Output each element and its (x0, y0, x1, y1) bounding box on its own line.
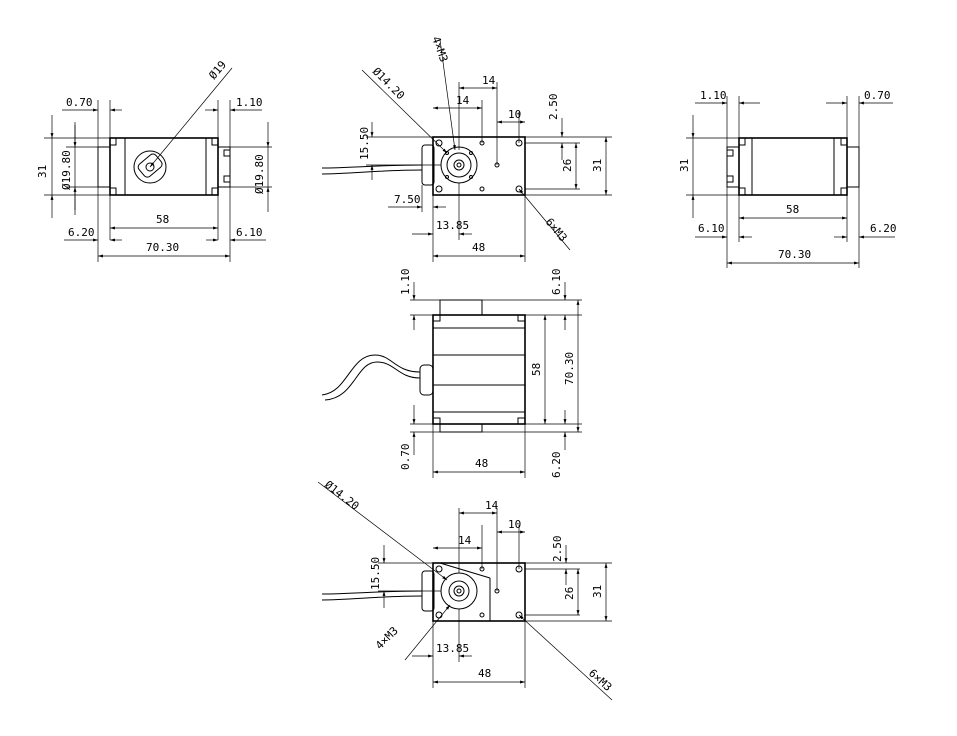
dim-110: 1.10 (236, 96, 263, 109)
dim-48: 48 (475, 457, 488, 470)
front-view: 1.10 0.70 6.10 58 70.30 6.20 48 (321, 269, 582, 479)
dim-48: 48 (478, 667, 491, 680)
dim-250: 2.50 (547, 94, 560, 121)
left-view: Ø19 0.70 1.10 31 Ø19.80 Ø19.80 (36, 58, 272, 262)
dim-1385: 13.85 (436, 642, 469, 655)
bottom-view: Ø14.20 4×M3 6×M3 14 10 14 2.50 26 31 15.… (317, 478, 614, 701)
label-4xm3: 4×M3 (373, 624, 401, 652)
dim-14a: 14 (482, 74, 496, 87)
dim-26: 26 (561, 159, 574, 172)
dim-070: 0.70 (399, 444, 412, 471)
dim-610: 6.10 (550, 269, 563, 296)
dim-1550: 15.50 (358, 127, 371, 160)
dim-dia19: Ø19 (206, 58, 229, 82)
dim-31: 31 (591, 159, 604, 172)
dim-dia1980-right: Ø19.80 (253, 154, 266, 194)
top-view-body (432, 136, 526, 196)
dim-14b: 14 (458, 534, 472, 547)
dim-110: 1.10 (700, 89, 727, 102)
dim-58: 58 (156, 213, 169, 226)
label-6xm3: 6×M3 (543, 216, 570, 245)
dim-58: 58 (530, 363, 543, 376)
label-4xm3: 4×M3 (429, 35, 450, 64)
dim-7030: 70.30 (146, 241, 179, 254)
dim-58: 58 (786, 203, 799, 216)
right-view: 1.10 0.70 31 58 6.10 6.20 70.30 (678, 89, 897, 268)
dim-610: 6.10 (236, 226, 263, 239)
dim-610: 6.10 (698, 222, 725, 235)
dim-620: 6.20 (550, 452, 563, 479)
dim-7030: 70.30 (563, 352, 576, 385)
bottom-view-body (432, 562, 526, 622)
dim-14b: 14 (456, 94, 470, 107)
dim-620: 6.20 (68, 226, 95, 239)
dim-10: 10 (508, 518, 521, 531)
dim-48: 48 (472, 241, 485, 254)
dim-7030: 70.30 (778, 248, 811, 261)
left-view-body (109, 137, 219, 196)
label-dia1420: Ø14.20 (322, 478, 361, 513)
dim-1385: 13.85 (436, 219, 469, 232)
right-view-body (738, 137, 848, 196)
dim-620: 6.20 (870, 222, 897, 235)
dim-31: 31 (678, 159, 691, 172)
dim-750: 7.50 (394, 193, 421, 206)
dim-31: 31 (591, 585, 604, 598)
dim-1550: 15.50 (369, 557, 382, 590)
dim-250: 2.50 (551, 536, 564, 563)
dim-14a: 14 (485, 499, 499, 512)
dim-070: 0.70 (66, 96, 93, 109)
servo-horn (133, 150, 167, 184)
front-view-body (432, 314, 526, 425)
top-view: 4×M3 Ø14.20 6×M3 14 14 10 2.50 26 31 15.… (321, 35, 612, 262)
dim-10: 10 (508, 108, 521, 121)
dim-31: 31 (36, 165, 49, 178)
dim-26: 26 (563, 587, 576, 600)
dim-dia1980-left: Ø19.80 (60, 150, 73, 190)
dim-070: 0.70 (864, 89, 891, 102)
dim-110: 1.10 (399, 269, 412, 296)
